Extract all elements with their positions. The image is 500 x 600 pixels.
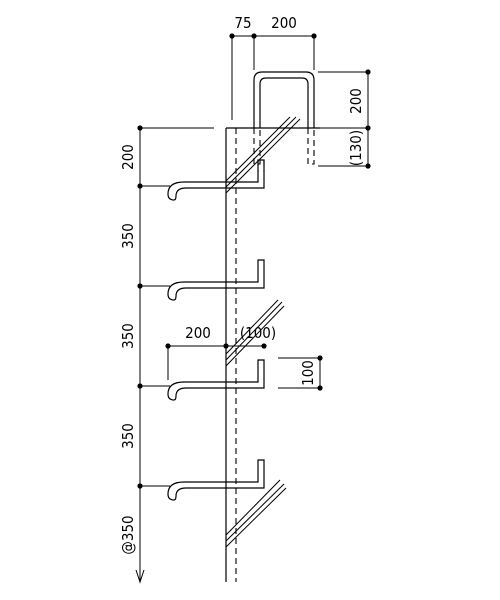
dimension-pitch-repeat: @350: [119, 515, 137, 554]
rung-vertical-dimension: 100: [278, 355, 323, 391]
ladder-rung-2: [167, 259, 265, 301]
dimension-pitch-1: 350: [119, 223, 137, 249]
top-handrail: [253, 71, 315, 165]
rung-horizontal-dimension: 200 (100): [165, 324, 276, 380]
dimension-rung-embed: (100): [240, 324, 276, 342]
dimension-rung-projection: 200: [185, 324, 211, 342]
wall-section: [140, 127, 320, 582]
dimension-top-height: 200: [347, 88, 365, 114]
dimension-embed-depth: (130): [347, 130, 365, 166]
top-horizontal-dimension: 75 200: [229, 14, 317, 120]
dimension-pitch-2: 350: [119, 323, 137, 349]
left-vertical-dimension: 200 350 350 350 @350: [119, 125, 170, 584]
right-vertical-dimension: 200 (130): [318, 69, 371, 169]
dimension-first-rung: 200: [119, 144, 137, 170]
dimension-pitch-3: 350: [119, 423, 137, 449]
dimension-top-width: 200: [271, 14, 297, 32]
ladder-rung-1: [167, 159, 265, 201]
ladder-rung-4: [167, 459, 265, 501]
dimension-top-offset: 75: [234, 14, 251, 32]
ladder-rung-3: [167, 359, 265, 401]
dimension-rung-height: 100: [299, 360, 317, 386]
wall-hatching: [225, 116, 301, 548]
